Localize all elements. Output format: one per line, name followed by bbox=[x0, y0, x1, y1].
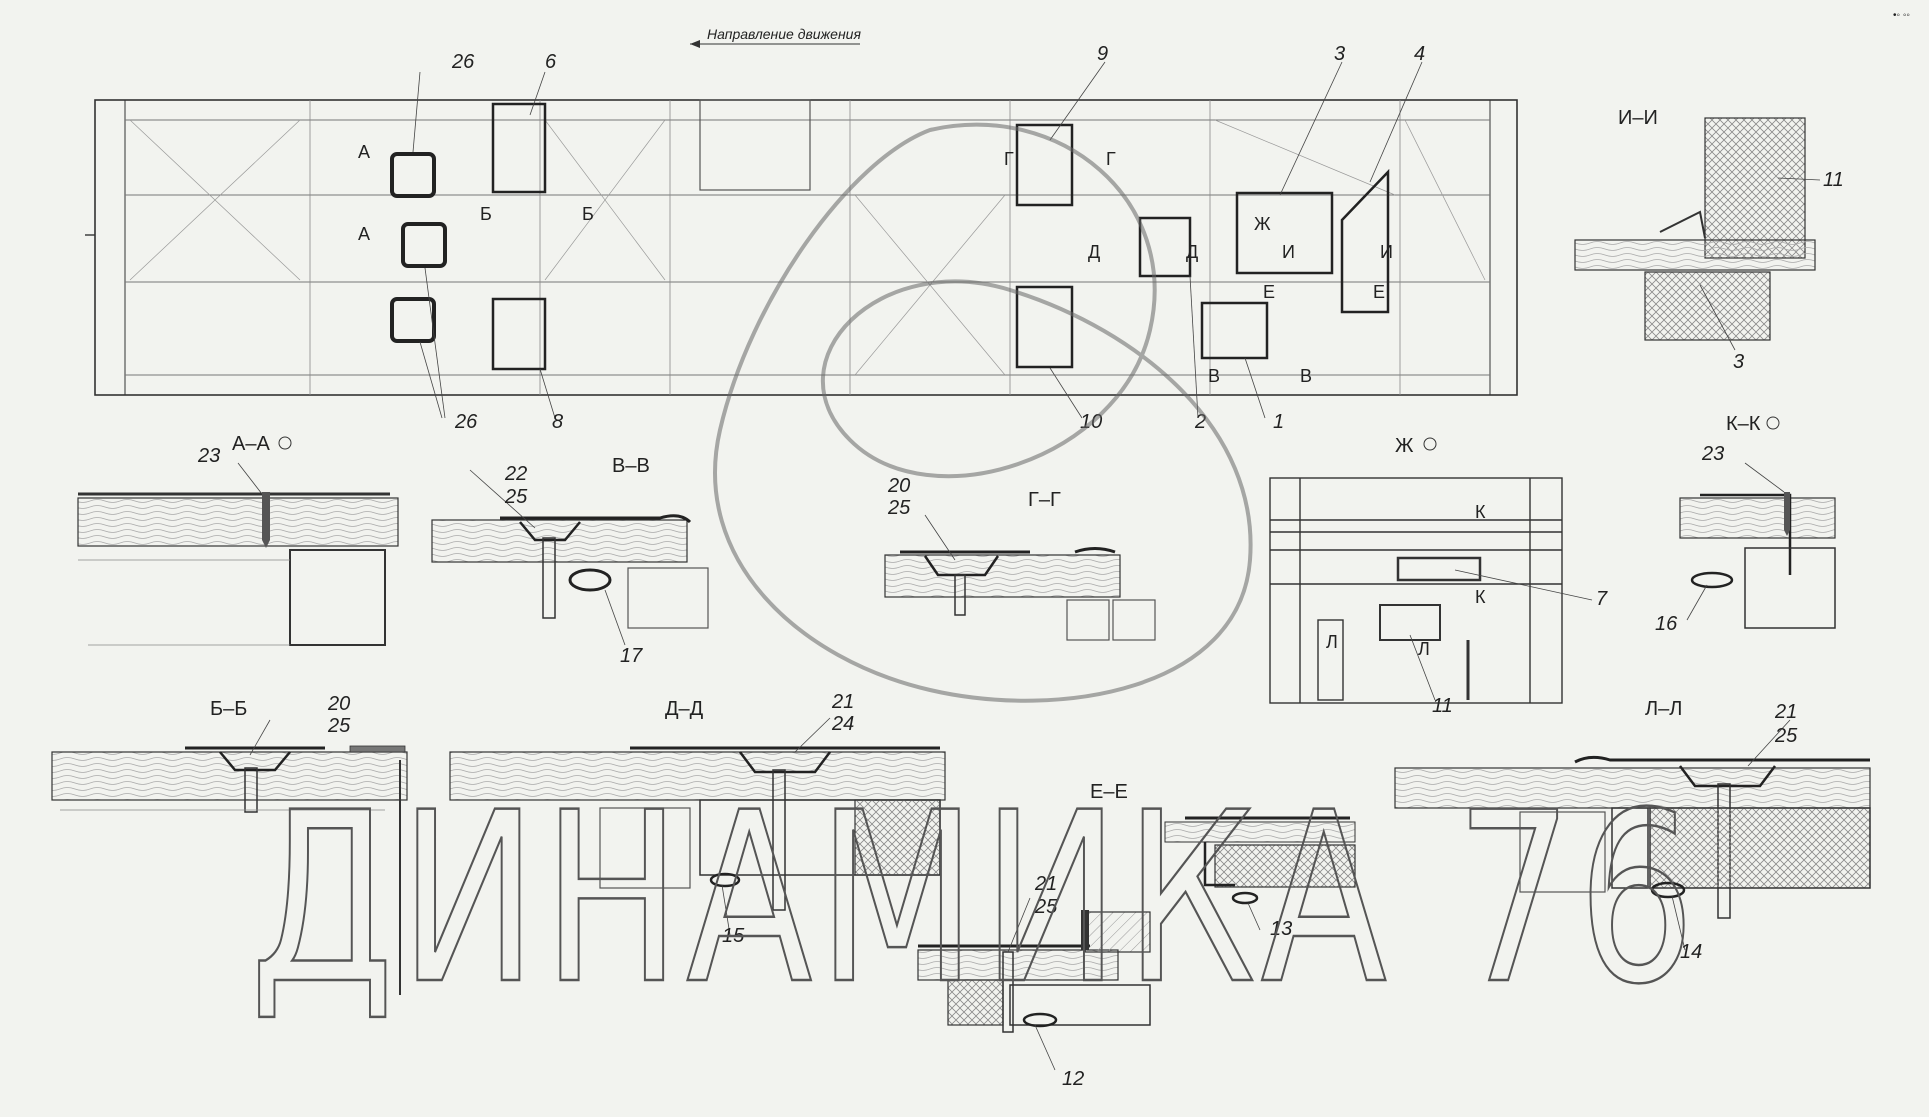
mark-b-2: Б bbox=[582, 204, 594, 224]
mark-v-2: В bbox=[1300, 366, 1312, 386]
section-ll: Л–Л 21 25 14 bbox=[1394, 698, 1871, 963]
section-ll-callout-25: 25 bbox=[1774, 725, 1798, 747]
hatch-26-b bbox=[401, 222, 447, 268]
mark-a-1: А bbox=[358, 142, 370, 162]
plan-callout-labels: 26 6 9 3 4 26 8 10 2 1 bbox=[451, 43, 1425, 433]
section-gg-title: Г–Г bbox=[1028, 489, 1061, 511]
section-aa-callout-23: 23 bbox=[197, 445, 220, 467]
section-vv-callout-17: 17 bbox=[620, 645, 643, 667]
hatch-8 bbox=[491, 297, 547, 371]
watermark: ДИНАМИКА 76 bbox=[249, 122, 1700, 1037]
section-bb-title: Б–Б bbox=[210, 698, 247, 720]
mark-g-2: Г bbox=[1106, 149, 1116, 169]
view-zh-callout-11: 11 bbox=[1432, 695, 1453, 717]
hatch-26-a bbox=[390, 152, 436, 198]
callout-26-bottom: 26 bbox=[454, 411, 478, 433]
callout-6: 6 bbox=[545, 51, 557, 73]
floor-hatches bbox=[390, 102, 1390, 371]
section-kk-title: К–К bbox=[1726, 413, 1761, 435]
view-zh-title: Ж bbox=[1395, 435, 1414, 457]
frame-rails bbox=[125, 119, 1490, 376]
hatch-6 bbox=[491, 102, 547, 194]
callout-26-top: 26 bbox=[451, 51, 475, 73]
section-ee-callout-13: 13 bbox=[1270, 918, 1292, 940]
view-zh-mark-k1: К bbox=[1475, 502, 1486, 522]
section-cut-marks: А А Б Б Г Г Д Д Ж И И Е Е В В bbox=[358, 142, 1393, 386]
hatch-10 bbox=[1015, 285, 1074, 369]
watermark-logo bbox=[713, 122, 1253, 703]
view-zh-mark-l2: Л bbox=[1418, 639, 1430, 659]
mark-a-2: А bbox=[358, 224, 370, 244]
plan-callouts bbox=[412, 61, 1423, 419]
section-bb: Б–Б 20 25 bbox=[51, 693, 408, 995]
section-ll-callout-14: 14 bbox=[1680, 941, 1702, 963]
section-dd-callout-24: 24 bbox=[831, 713, 854, 735]
section-aa-title: А–А bbox=[232, 433, 270, 455]
section-kk-callout-23: 23 bbox=[1701, 443, 1724, 465]
callout-1: 1 bbox=[1273, 411, 1284, 433]
mark-d-2: Д bbox=[1186, 242, 1198, 262]
section-dd-title: Д–Д bbox=[665, 698, 704, 720]
view-zh: Ж К К Л Л 7 11 bbox=[1269, 435, 1608, 717]
hatch-9 bbox=[1015, 123, 1074, 207]
section-ii-callout-3: 3 bbox=[1733, 351, 1744, 373]
mark-g-1: Г bbox=[1004, 149, 1014, 169]
corner-mark: •◦ ◦◦ bbox=[1893, 10, 1910, 21]
hatch-1 bbox=[1200, 301, 1269, 360]
callout-9: 9 bbox=[1097, 43, 1108, 65]
callout-3: 3 bbox=[1334, 43, 1345, 65]
section-vv-callout-25: 25 bbox=[504, 486, 528, 508]
section-gg-callout-25: 25 bbox=[887, 497, 911, 519]
floor-plan bbox=[85, 99, 1518, 396]
section-kk: К–К 23 16 bbox=[1655, 413, 1836, 635]
direction-of-travel: Направление движения bbox=[690, 26, 861, 48]
direction-label: Направление движения bbox=[707, 26, 861, 42]
section-dd-callout-15: 15 bbox=[722, 925, 745, 947]
section-ee-title: Е–Е bbox=[1090, 781, 1128, 803]
section-vv-title: В–В bbox=[612, 455, 650, 477]
section-vv: В–В 22 25 17 bbox=[431, 455, 709, 667]
mark-e-2: Е bbox=[1373, 282, 1385, 302]
view-zh-mark-l1: Л bbox=[1326, 632, 1338, 652]
view-zh-mark-k2: К bbox=[1475, 587, 1486, 607]
section-dd: Д–Д 21 24 15 bbox=[449, 691, 946, 947]
section-ii: И–И 11 3 bbox=[1574, 107, 1844, 373]
section-ee: Е–Е 13 21 25 12 bbox=[917, 781, 1356, 1090]
section-ee-callout-21: 21 bbox=[1034, 873, 1057, 895]
mark-i-2: И bbox=[1380, 242, 1393, 262]
section-bb-callout-20: 20 bbox=[327, 693, 350, 715]
mark-b-1: Б bbox=[480, 204, 492, 224]
section-aa: А–А 23 bbox=[77, 433, 399, 646]
section-bb-callout-25: 25 bbox=[327, 715, 351, 737]
mark-v-1: В bbox=[1208, 366, 1220, 386]
hatch-3 bbox=[1235, 191, 1334, 275]
section-ee-callout-12: 12 bbox=[1062, 1068, 1084, 1090]
section-vv-callout-22: 22 bbox=[504, 463, 527, 485]
section-gg: Г–Г 20 25 bbox=[884, 475, 1156, 641]
section-ll-title: Л–Л bbox=[1645, 698, 1682, 720]
section-kk-callout-16: 16 bbox=[1655, 613, 1678, 635]
section-ii-callout-11: 11 bbox=[1823, 169, 1844, 191]
section-ee-callout-25: 25 bbox=[1034, 896, 1058, 918]
view-zh-callout-7: 7 bbox=[1596, 588, 1608, 610]
hatch-d bbox=[1138, 216, 1192, 278]
callout-8: 8 bbox=[552, 411, 563, 433]
hatch-4 bbox=[1340, 168, 1390, 314]
watermark-text: ДИНАМИКА 76 bbox=[250, 763, 1700, 1036]
mark-d-1: Д bbox=[1088, 242, 1100, 262]
section-dd-callout-21: 21 bbox=[831, 691, 854, 713]
section-ll-callout-21: 21 bbox=[1774, 701, 1797, 723]
section-gg-callout-20: 20 bbox=[887, 475, 910, 497]
mark-zh: Ж bbox=[1254, 214, 1271, 234]
cross-members bbox=[309, 100, 1401, 395]
mark-i-1: И bbox=[1282, 242, 1295, 262]
section-ii-title: И–И bbox=[1618, 107, 1658, 129]
mark-e-1: Е bbox=[1263, 282, 1275, 302]
hatch-26-c bbox=[390, 297, 436, 343]
callout-4: 4 bbox=[1414, 43, 1425, 65]
